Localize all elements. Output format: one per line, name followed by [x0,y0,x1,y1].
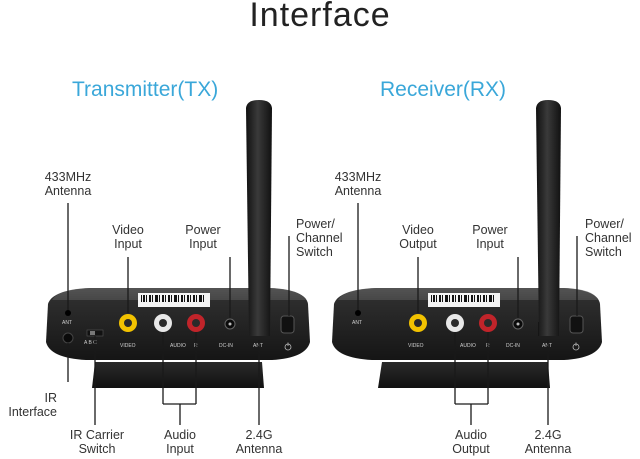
tx-panel-abc: A B C [84,340,97,346]
tx-label-video-input: Video Input [112,223,144,251]
receiver-heading: Receiver(RX) [380,78,507,101]
tx-ir-jack [62,332,74,344]
tx-panel-ant2: ANT [253,343,263,349]
tx-label-433mhz-antenna: 433MHz Antenna [44,170,92,198]
rx-panel-ant: ANT [352,320,362,326]
tx-body [46,288,310,360]
rx-panel-ant2: ANT [542,343,552,349]
rx-label-power-input: Power Input [472,223,508,251]
rx-label-audio-output: Audio Output [452,428,490,456]
leader-lines [67,203,578,425]
rx-power-switch [569,315,584,334]
rx-label-433mhz-antenna: 433MHz Antenna [334,170,382,198]
tx-panel-video: VIDEO [120,343,136,349]
tx-stand [92,362,264,388]
tx-panel-ant: ANT [62,320,72,326]
tx-label-ir-interface: IR Interface [8,391,57,419]
page-title: Interface [249,0,391,34]
rx-stand [378,362,550,388]
rx-label-power-channel-switch: Power/ Channel Switch [585,217,632,259]
rx-body [332,288,602,360]
tx-label-power-input: Power Input [185,223,221,251]
tx-power-switch [280,315,295,334]
tx-panel-dcin: DC-IN [219,343,233,349]
transmitter-device [46,100,310,388]
rx-24g-antenna [536,100,561,336]
transmitter-heading: Transmitter(TX) [72,78,219,101]
tx-433-antenna-port [65,310,71,316]
tx-panel-audio: AUDIO [170,343,186,349]
tx-label-power-channel-switch: Power/ Channel Switch [296,217,343,259]
rx-433-antenna-port [355,310,361,316]
tx-24g-antenna [246,100,272,336]
tx-label-ir-carrier-switch: IR Carrier Switch [69,428,125,456]
rx-label-video-output: Video Output [399,223,437,251]
tx-label-24g-antenna: 2.4G Antenna [235,428,283,456]
rx-panel-audio: AUDIO [460,343,476,349]
rx-panel-video: VIDEO [408,343,424,349]
rx-panel-dcin: DC-IN [506,343,520,349]
rx-label-24g-antenna: 2.4G Antenna [524,428,572,456]
tx-label-audio-input: Audio Input [164,428,196,456]
receiver-device [332,100,602,388]
